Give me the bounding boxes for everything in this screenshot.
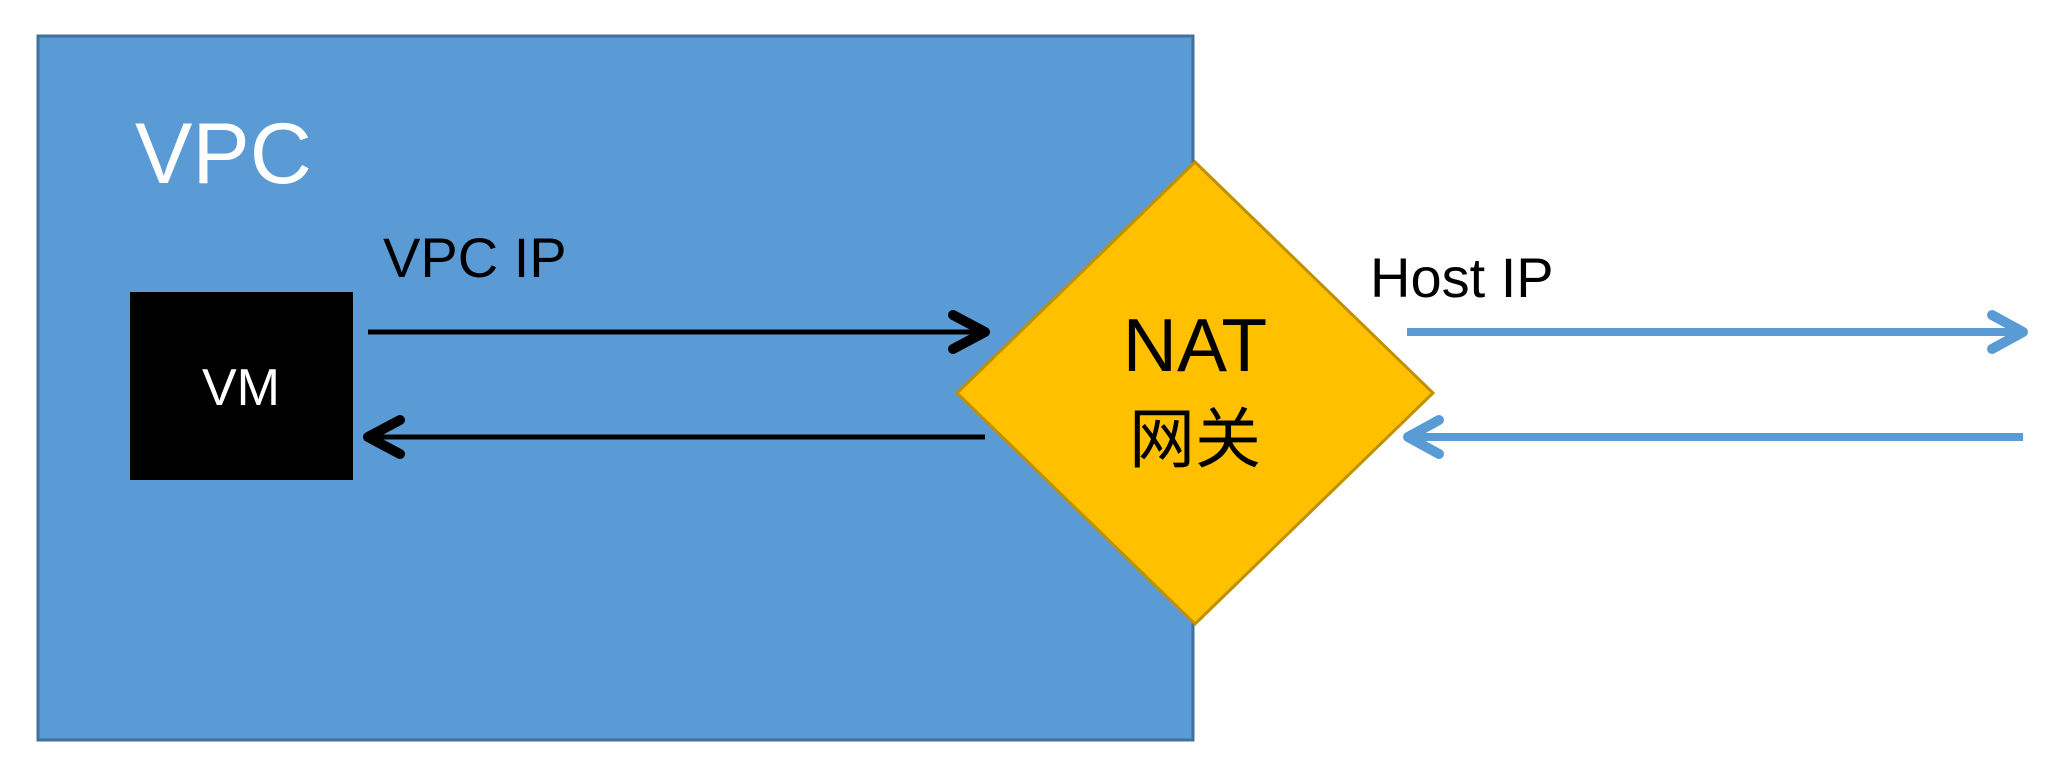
host-ip-arrow-right — [1407, 310, 2028, 354]
host-ip-label: Host IP — [1370, 246, 1554, 309]
vpc-ip-arrow-left — [363, 415, 985, 459]
vpc-label: VPC — [135, 106, 312, 202]
vpc-ip-label: VPC IP — [383, 226, 567, 289]
nat-label-line2: 网关 — [1129, 402, 1261, 476]
nat-gateway-diamond — [954, 159, 1436, 627]
vm-box — [130, 292, 353, 480]
vpc-ip-arrow-right — [368, 310, 990, 354]
nat-label-line1: NAT — [1123, 303, 1267, 387]
vm-label: VM — [202, 359, 280, 417]
host-ip-arrow-left — [1403, 415, 2023, 459]
